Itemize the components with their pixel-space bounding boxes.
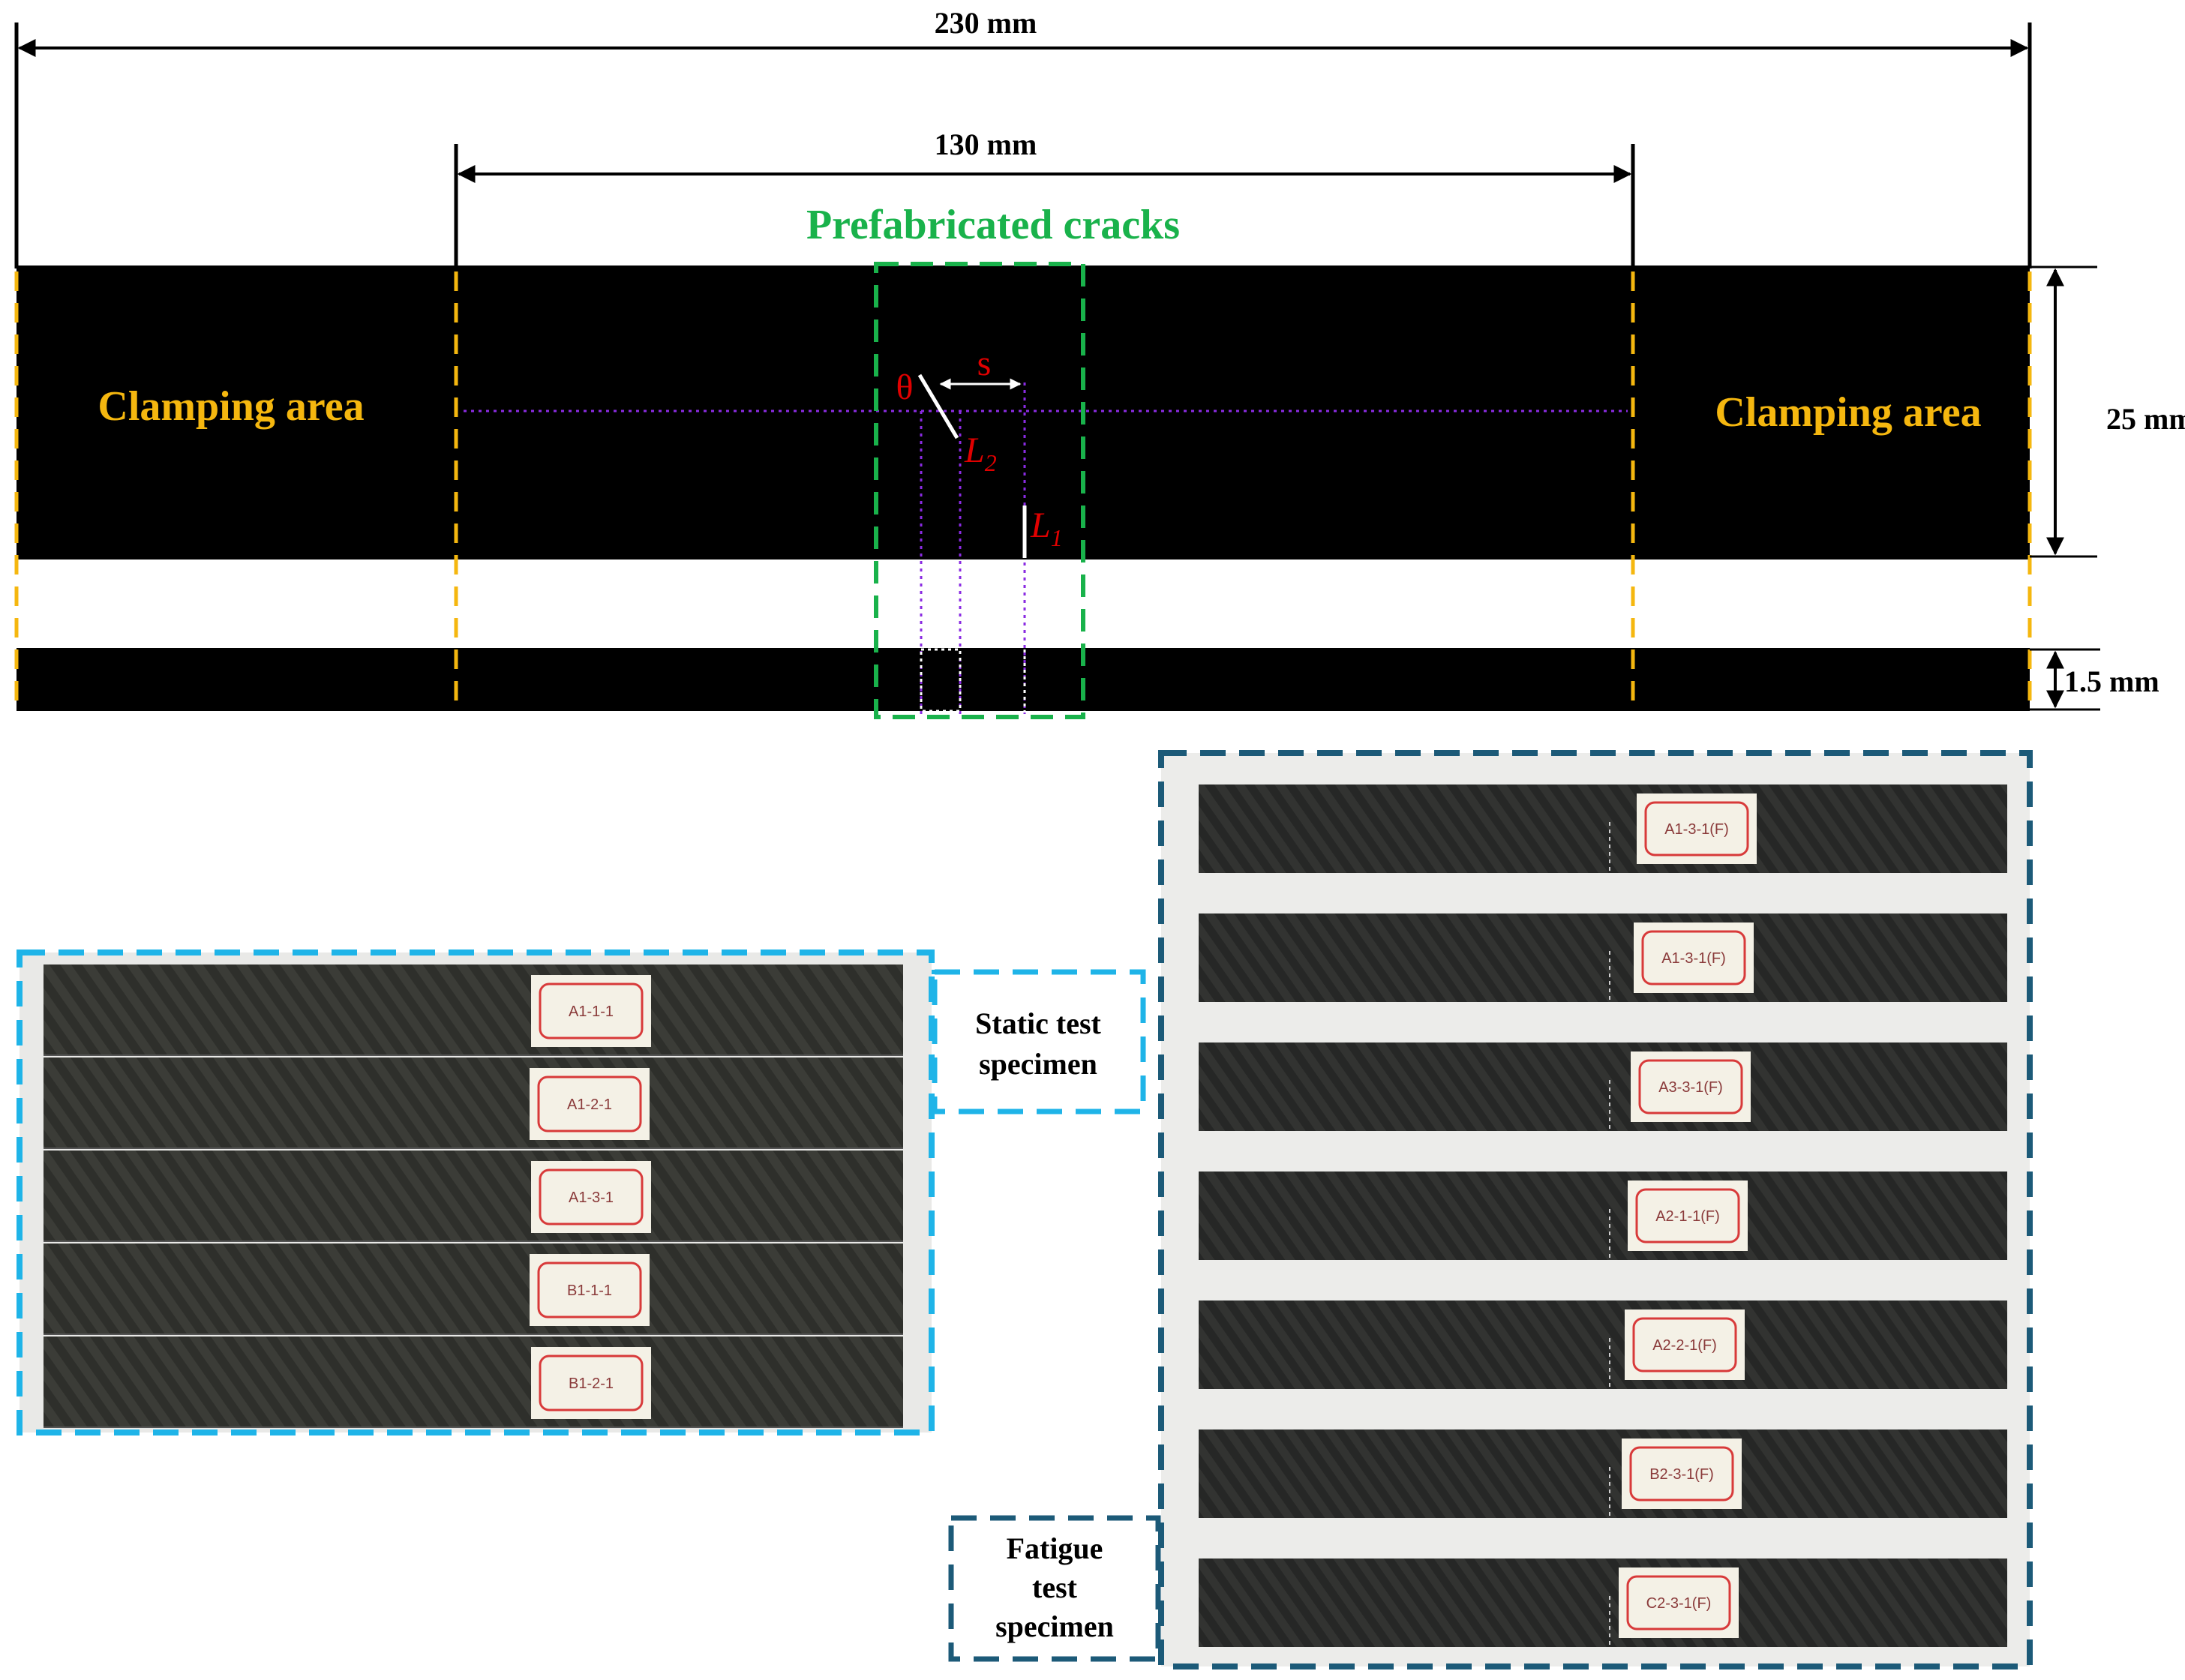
- tag-paper: [1625, 1310, 1745, 1380]
- tag-red-border: [1629, 1446, 1734, 1502]
- tag-label: C2-3-1(F): [1646, 1595, 1712, 1612]
- fatigue-strip: [1199, 784, 2007, 873]
- fatigue-strip: [1199, 1300, 2007, 1389]
- fatigue-photo: A1-3-1(F) A1-3-1(F) A3-3-1(F) A2-1-1(F) A2-2…: [948, 750, 2033, 1670]
- static-strip: [44, 1150, 903, 1240]
- width-label: 25 mm: [2106, 402, 2185, 436]
- fatigue-tag: A2-1-1(F): [1628, 1180, 1748, 1251]
- tag-red-border: [1626, 1575, 1731, 1630]
- tag-label: A1-3-1(F): [1661, 950, 1726, 967]
- static-strip: [44, 1058, 903, 1148]
- static-strip: [44, 1244, 903, 1334]
- tag-paper: [1634, 922, 1754, 993]
- fatigue-strip: [1199, 1558, 2007, 1647]
- static-tag: B1-2-1: [531, 1347, 651, 1419]
- fatigue-strip: [1199, 1172, 2007, 1260]
- fatigue-label-line1: Fatigue: [1007, 1532, 1103, 1565]
- static-label-line2: specimen: [979, 1047, 1097, 1081]
- fatigue-strip: [1199, 1430, 2007, 1518]
- clamping-area-right: Clamping area: [1715, 389, 1981, 436]
- L2-label: L2: [964, 430, 997, 476]
- tag-red-border: [539, 1354, 644, 1412]
- fatigue-strip: [1199, 914, 2007, 1002]
- fatigue-strip: [1199, 1042, 2007, 1131]
- fatigue-label-line3: specimen: [995, 1610, 1114, 1643]
- tag-paper: [1631, 1052, 1751, 1122]
- tag-label: B1-1-1: [567, 1282, 612, 1299]
- prefab-cracks-label: Prefabricated cracks: [806, 202, 1180, 248]
- tag-red-border: [1641, 930, 1746, 986]
- tag-label: A1-1-1: [569, 1004, 614, 1020]
- static-tag: A1-1-1: [531, 975, 651, 1047]
- specimen-side-view: [17, 648, 2030, 711]
- static-photo: A1-1-1A1-2-1A1-3-1B1-1-1B1-2-1 Static te…: [17, 950, 1146, 1436]
- tag-label: A3-3-1(F): [1658, 1079, 1723, 1096]
- static-tag: B1-1-1: [530, 1254, 650, 1326]
- fatigue-tag: A3-3-1(F): [1631, 1052, 1751, 1122]
- tag-paper: [1619, 1568, 1739, 1638]
- static-label-line1: Static test: [975, 1006, 1101, 1040]
- static-strip: [44, 1336, 903, 1426]
- tag-label: B2-3-1(F): [1649, 1466, 1714, 1483]
- clamping-area-left: Clamping area: [98, 383, 364, 430]
- prefab-cracks-box: [874, 262, 1085, 719]
- fatigue-tag: B2-3-1(F): [1622, 1438, 1742, 1509]
- tag-red-border: [537, 1262, 642, 1318]
- tag-paper: [1622, 1438, 1742, 1509]
- tag-label: A1-2-1: [567, 1096, 612, 1113]
- fatigue-label-line2: test: [1032, 1570, 1078, 1604]
- gauge-length-label: 130 mm: [935, 128, 1037, 161]
- tag-paper: [1637, 794, 1757, 864]
- tag-red-border: [537, 1076, 642, 1132]
- fatigue-strips: A1-3-1(F) A1-3-1(F) A3-3-1(F) A2-1-1(F) A2-2…: [1199, 784, 2007, 1647]
- schematic: 230 mm 130 mm Clamping area Clamping are…: [14, 6, 2185, 719]
- fatigue-label-box: [948, 1515, 1161, 1662]
- tag-label: A2-1-1(F): [1655, 1208, 1720, 1225]
- tag-red-border: [1644, 801, 1749, 856]
- fatigue-tag: A1-3-1(F): [1634, 922, 1754, 993]
- tag-label: B1-2-1: [569, 1376, 614, 1392]
- thickness-label: 1.5 mm: [2064, 664, 2159, 698]
- tag-red-border: [1635, 1188, 1740, 1244]
- inclined-crack-L2: [917, 374, 959, 440]
- tag-red-border: [1632, 1317, 1737, 1372]
- tag-paper: [530, 1068, 650, 1140]
- tag-red-border: [539, 982, 644, 1040]
- tag-label: A1-3-1: [569, 1190, 614, 1206]
- static-tag: A1-2-1: [530, 1068, 650, 1140]
- tag-red-border: [539, 1168, 644, 1226]
- tag-paper: [1628, 1180, 1748, 1251]
- side-crack-outline: [920, 648, 962, 712]
- L1-label: L1: [1030, 506, 1063, 551]
- tag-paper: [531, 975, 651, 1047]
- tag-paper: [531, 1347, 651, 1419]
- static-frame: [17, 950, 935, 1436]
- fatigue-tag: C2-3-1(F): [1619, 1568, 1739, 1638]
- spacing-label: s: [977, 344, 992, 383]
- theta-label: θ: [896, 368, 914, 407]
- fatigue-tag: A1-3-1(F): [1637, 794, 1757, 864]
- static-strips: A1-1-1A1-2-1A1-3-1B1-1-1B1-2-1: [44, 964, 903, 1428]
- static-strip: [44, 964, 903, 1054]
- fatigue-tag: A2-2-1(F): [1625, 1310, 1745, 1380]
- static-tag: A1-3-1: [531, 1161, 651, 1233]
- tag-paper: [530, 1254, 650, 1326]
- tag-label: A2-2-1(F): [1652, 1337, 1717, 1354]
- fatigue-frame: [1158, 750, 2033, 1670]
- static-label-box: [932, 969, 1146, 1114]
- tag-red-border: [1638, 1059, 1743, 1114]
- overall-length-label: 230 mm: [935, 6, 1037, 40]
- tag-paper: [531, 1161, 651, 1233]
- clamp-boundaries: [14, 272, 2032, 711]
- tag-label: A1-3-1(F): [1664, 821, 1729, 838]
